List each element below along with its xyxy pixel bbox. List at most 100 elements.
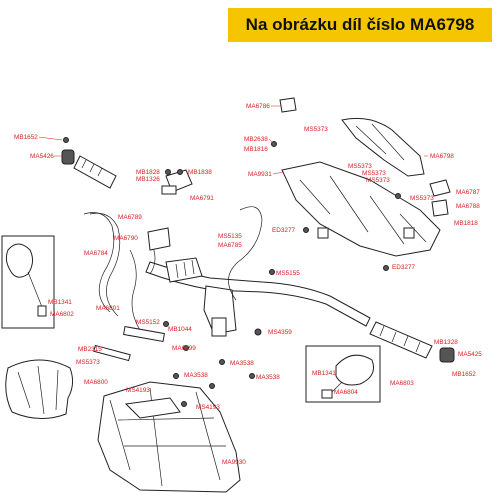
label-ms5373: MS5373 (348, 163, 372, 170)
label-ma6803: MA6803 (390, 380, 414, 387)
label-mb1652: MB1652 (14, 134, 38, 141)
label-ma6804: MA6804 (334, 389, 358, 396)
switch-ma6788 (431, 199, 449, 217)
windscreen-drawing (5, 359, 74, 419)
screw (249, 373, 255, 379)
screw (163, 321, 169, 327)
handlebar-tube (145, 261, 371, 327)
label-mb2638: MB2638 (244, 136, 268, 143)
label-mb2315: MB2315 (78, 346, 102, 353)
label-ma6786: MA6786 (246, 103, 270, 110)
label-ma6784: MA6784 (84, 250, 108, 257)
rear-handlebar-cover-ma6798 (341, 117, 425, 177)
stem-bolt (211, 317, 227, 337)
label-ma3538: MA3538 (256, 374, 280, 381)
label-mb1816: MB1816 (244, 146, 268, 153)
label-ms5152: MS5152 (136, 319, 160, 326)
bracket-ma6799 (123, 326, 165, 342)
screw (383, 265, 389, 271)
label-ms5373: MS5373 (366, 177, 390, 184)
screws-drawing (63, 137, 401, 407)
inner-panel-drawing (281, 161, 441, 257)
label-ma6802: MA6802 (50, 311, 74, 318)
label-ma6801: MA6801 (96, 305, 120, 312)
label-mb1044: MB1044 (168, 326, 192, 333)
label-ma6800: MA6800 (84, 379, 108, 386)
left-mirror-nut (37, 305, 47, 317)
label-ma6791: MA6791 (190, 195, 214, 202)
screw (165, 169, 171, 175)
right-mirror-drawing (305, 345, 381, 403)
screw (173, 373, 179, 379)
label-ma3538: MA3538 (230, 360, 254, 367)
grips-drawing (61, 149, 455, 363)
label-mb1326: MB1326 (136, 176, 160, 183)
label-mb1652: MB1652 (452, 371, 476, 378)
screw (183, 345, 189, 351)
left-mirror-inset-frame (1, 235, 55, 329)
label-mb1328: MB1328 (434, 339, 458, 346)
label-ma6799: MA6799 (172, 345, 196, 352)
label-ms4193: MS4193 (196, 404, 220, 411)
left-bar-end (61, 149, 75, 165)
right-mirror-inset-frame (305, 345, 381, 403)
right-mirror-head (335, 354, 374, 386)
label-ma9930: MA9930 (222, 459, 246, 466)
left-mirror-drawing (1, 235, 55, 329)
label-ma6787: MA6787 (456, 189, 480, 196)
label-ms4193: MS4193 (126, 387, 150, 394)
switch-ma6787 (429, 179, 451, 197)
label-ms5155: MS5155 (276, 270, 300, 277)
right-mirror-nut (321, 389, 333, 399)
label-ms5373: MS5373 (304, 126, 328, 133)
label-ed3277: ED3277 (392, 264, 416, 271)
cables-drawing (83, 206, 263, 331)
label-ma6785: MA6785 (218, 242, 242, 249)
label-ma9931: MA9931 (248, 171, 272, 178)
label-mb1341: MB1341 (48, 299, 72, 306)
label-mb1818: MB1818 (454, 220, 478, 227)
right-grip (369, 321, 433, 359)
screw (395, 193, 401, 199)
rear-cover-drawing (279, 97, 425, 177)
right-bar-end (439, 347, 455, 363)
label-ma6798: MA6798 (430, 153, 454, 160)
screw (181, 401, 187, 407)
label-ms5373: MS5373 (76, 359, 100, 366)
screw (209, 383, 215, 389)
part-labels: MA6786 MB1652 MA5426 MS5373 MB2638 MB181… (14, 103, 482, 466)
label-mb1341: MB1341 (312, 370, 336, 377)
switch-housing-drawing (147, 169, 203, 283)
screw (303, 227, 309, 233)
label-ma5425: MA5425 (458, 351, 482, 358)
label-ma3538: MA3538 (184, 372, 208, 379)
throttle-sleeve (165, 257, 203, 283)
left-mirror-head (5, 243, 34, 278)
left-grip (73, 155, 117, 189)
label-mb1838: MB1838 (188, 169, 212, 176)
label-ed3277: ED3277 (272, 227, 296, 234)
inner-cover-panel (281, 161, 441, 257)
screw (177, 169, 183, 175)
banner-text: Na obrázku díl číslo MA6798 (245, 15, 475, 34)
label-ma6790: MA6790 (114, 235, 138, 242)
windscreen (5, 359, 74, 419)
screw (254, 328, 262, 336)
handlebar-drawing (145, 239, 371, 337)
label-ma6788: MA6788 (456, 203, 480, 210)
label-ms4359: MS4359 (268, 329, 292, 336)
screw (219, 359, 225, 365)
bracket-mb2315 (93, 344, 131, 362)
label-ms5373: MS5373 (410, 195, 434, 202)
throttle-housing (147, 227, 171, 251)
switches-drawing (429, 179, 451, 217)
label-ms5373: MS5373 (362, 170, 386, 177)
part-number-banner: Na obrázku díl číslo MA6798 (228, 8, 492, 42)
clamp-ma6791 (161, 185, 177, 195)
label-ma6789: MA6789 (118, 214, 142, 221)
label-mb1828: MB1828 (136, 169, 160, 176)
small-clip (279, 97, 297, 113)
label-ms5135: MS5135 (218, 233, 242, 240)
